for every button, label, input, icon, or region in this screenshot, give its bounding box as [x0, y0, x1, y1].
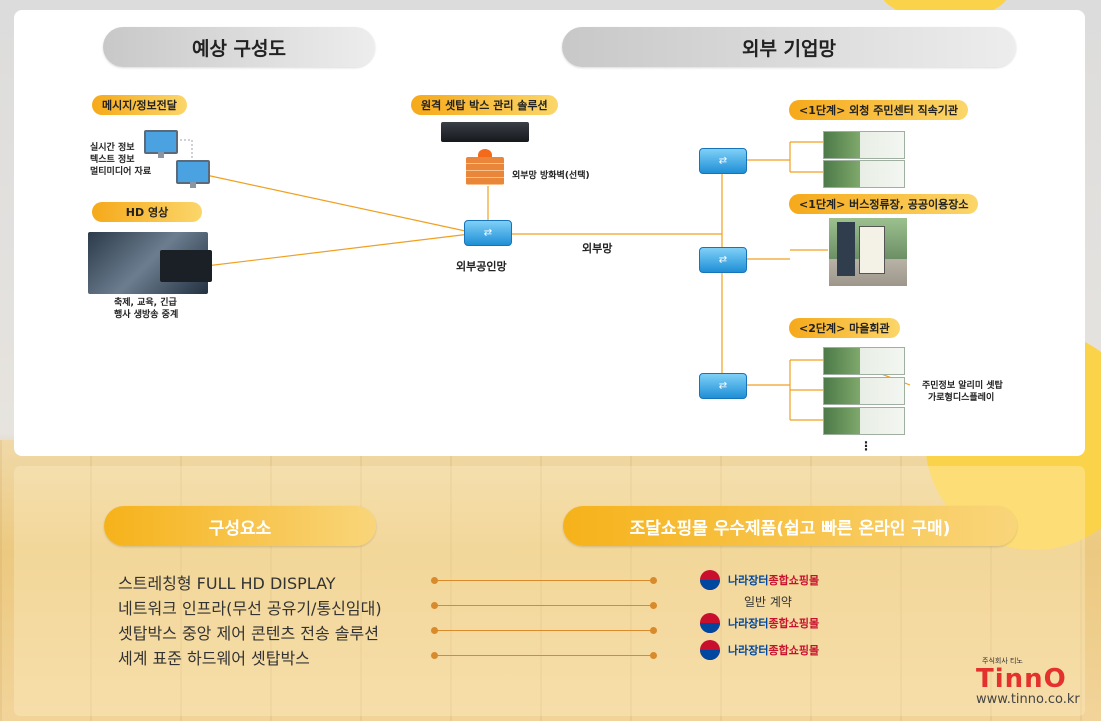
kiosk-display-icon: [859, 226, 885, 274]
shop-name-b: 종합쇼핑몰: [768, 574, 820, 587]
message-type-2: 텍스트 정보: [90, 155, 135, 165]
message-type-3: 멀티미디어 자료: [90, 167, 152, 177]
external-net-label: 외부망: [582, 242, 613, 255]
tag-stage1-bus-stops: <1단계> 버스정류장, 공공이용장소: [789, 194, 979, 214]
logo-url: www.tinno.co.kr: [976, 692, 1080, 707]
heading-procurement-mall: 조달쇼핑몰 우수제품(쉽고 빠른 온라인 구매): [563, 506, 1017, 546]
firewall-icon: [466, 157, 504, 185]
display-thumbnail: [823, 131, 905, 159]
component-item: 스트레칭형 FULL HD DISPLAY: [118, 574, 336, 593]
component-item: 세계 표준 하드웨어 셋탑박스: [118, 649, 310, 668]
bus-shelter-icon: [837, 222, 855, 276]
taegeuk-emblem-icon: [700, 613, 720, 633]
more-indicator: ⋮: [860, 439, 872, 453]
display-thumbnail: [823, 160, 905, 188]
monitor-icon: [144, 130, 178, 158]
switch-icon-central: ⇄: [464, 220, 512, 246]
server-icon: [441, 122, 529, 142]
company-logo: 주식회사 티노 TinnO www.tinno.co.kr: [976, 656, 1080, 707]
firewall-label: 외부망 방화벽(선택): [512, 171, 590, 181]
shop-name-a: 나라장터: [728, 617, 769, 630]
shop-name-a: 나라장터: [728, 644, 769, 657]
heading-components: 구성요소: [104, 506, 376, 546]
connector-line: [431, 577, 657, 584]
heading-external-network: 외부 기업망: [562, 27, 1016, 67]
switch-icon-3: ⇄: [699, 373, 747, 399]
taegeuk-emblem-icon: [700, 570, 720, 590]
logo-brand: TinnO: [976, 664, 1067, 694]
encoder-box-icon: [160, 250, 212, 282]
tag-message-delivery: 메시지/정보전달: [92, 95, 187, 115]
display-caption-1: 주민정보 알리미 셋탑: [922, 381, 1003, 391]
hd-caption-2: 행사 생방송 중계: [114, 310, 179, 320]
switch-icon-1: ⇄: [699, 148, 747, 174]
component-item: 네트워크 인프라(무선 공유기/통신임대): [118, 599, 382, 618]
switch-icon-2: ⇄: [699, 247, 747, 273]
display-thumbnail: [823, 407, 905, 435]
tag-hd-video: HD 영상: [92, 202, 202, 222]
display-thumbnail: [823, 347, 905, 375]
display-caption-2: 가로형디스플레이: [928, 393, 995, 403]
connector-line: [431, 602, 657, 609]
shop-name-b: 종합쇼핑몰: [768, 617, 820, 630]
tag-remote-management: 원격 셋탑 박스 관리 솔루션: [411, 95, 558, 115]
shop-note: 일반 계약: [744, 595, 792, 609]
shop-name-b: 종합쇼핑몰: [768, 644, 820, 657]
message-type-1: 실시간 정보: [90, 143, 135, 153]
tag-stage2-village-hall: <2단계> 마을회관: [789, 318, 900, 338]
public-net-label: 외부공인망: [456, 260, 507, 273]
hd-caption-1: 축제, 교육, 긴급: [114, 298, 177, 308]
logo-corp-name: 주식회사 티노: [982, 657, 1023, 665]
connector-line: [431, 627, 657, 634]
heading-expected-layout: 예상 구성도: [103, 27, 375, 67]
taegeuk-emblem-icon: [700, 640, 720, 660]
tag-stage1-offices: <1단계> 외청 주민센터 직속기관: [789, 100, 969, 120]
shop-name-a: 나라장터: [728, 574, 769, 587]
display-thumbnail: [823, 377, 905, 405]
bus-stop-image: [829, 218, 907, 286]
monitor-icon: [176, 160, 210, 188]
connector-line: [431, 652, 657, 659]
component-item: 셋탑박스 중앙 제어 콘텐츠 전송 솔루션: [118, 624, 379, 643]
